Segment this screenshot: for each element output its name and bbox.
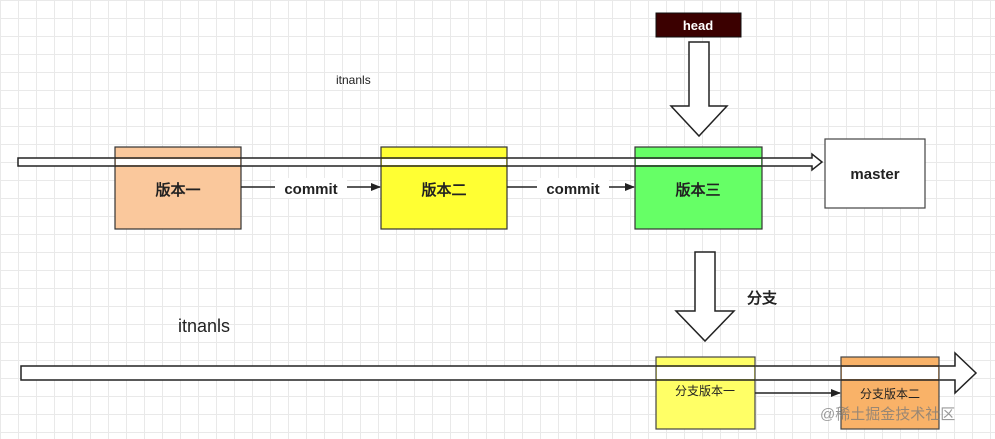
head-label: head	[683, 18, 713, 33]
branch-version-one-label: 分支版本一	[675, 384, 735, 398]
timeline-band-fill-3	[636, 159, 761, 165]
branch-version-two-label: 分支版本二	[860, 387, 920, 401]
version-three-label: 版本三	[675, 181, 720, 199]
version-two-label: 版本二	[421, 181, 466, 199]
head-node: head	[655, 12, 742, 38]
commit-label-bg-1	[275, 178, 347, 198]
commit-label-bg-2	[537, 178, 609, 198]
branch-version-two-node: 分支版本二	[840, 356, 940, 430]
credit-watermark: @稀土掘金技术社区	[820, 406, 956, 423]
branch-down-arrow	[674, 251, 736, 343]
branch-version-one-node: 分支版本一	[655, 356, 756, 430]
head-pointer-arrow	[669, 41, 729, 138]
watermark-top: itnanls	[336, 73, 371, 87]
commit-label-2: commit	[546, 181, 599, 198]
master-box	[824, 138, 926, 209]
branch-label: 分支	[747, 289, 778, 307]
timeline-band-fill-2	[382, 159, 506, 165]
watermark-mid: itnanls	[178, 316, 231, 336]
master-node: master	[824, 138, 926, 209]
head-box	[655, 12, 742, 38]
branch-band-fill-2	[842, 367, 938, 379]
timeline-overlay	[115, 157, 762, 167]
branch-timeline-arrow	[20, 351, 978, 395]
commit-label-1: commit	[284, 181, 337, 198]
timeline-band-fill-1	[116, 159, 240, 165]
branch-band-fill-1	[657, 367, 754, 379]
master-label: master	[850, 166, 899, 183]
version-one-label: 版本一	[155, 181, 200, 199]
